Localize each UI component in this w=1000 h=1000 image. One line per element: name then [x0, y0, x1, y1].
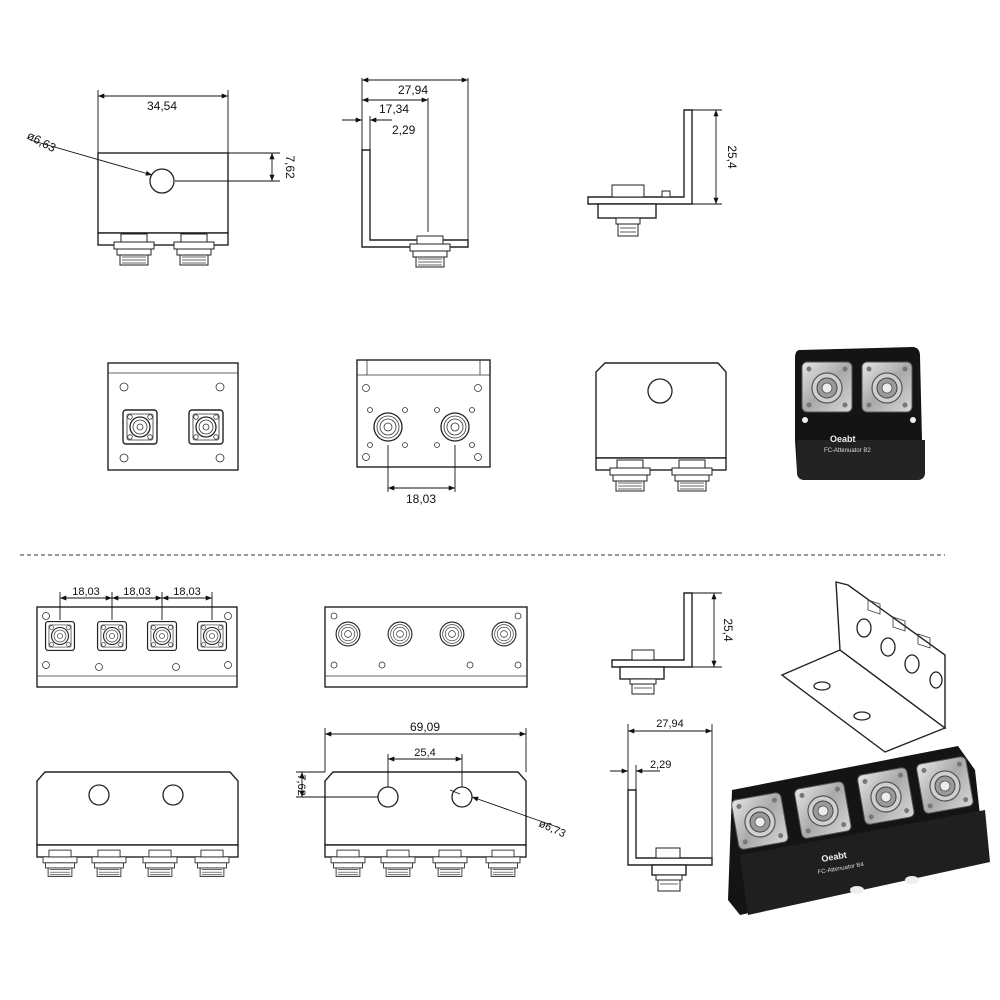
b4-isometric-view — [780, 581, 947, 753]
dim-pitch-b4-3: 18,03 — [173, 586, 201, 598]
b4-back-view — [324, 606, 528, 688]
b2-side-view — [342, 77, 469, 268]
b4-side-view — [610, 724, 713, 892]
b2-front-view — [29, 90, 280, 266]
dim-pitch-b4-1: 18,03 — [72, 586, 100, 598]
b4-l-bracket-view — [611, 592, 722, 695]
dim-hole-pitch-b4: 25,4 — [414, 747, 435, 759]
dim-pitch-b4-2: 18,03 — [123, 586, 151, 598]
dim-side-thickness-b4: 2,29 — [650, 759, 671, 771]
b2-front-view-plain — [595, 362, 727, 492]
b4-top-view — [36, 592, 238, 688]
dim-pitch-b2: 18,03 — [406, 492, 436, 506]
b4-front-view — [296, 728, 561, 877]
b2-product-photo — [795, 347, 925, 480]
dim-hole-diameter-b2: ø6,63 — [25, 128, 59, 155]
b4-brand-label: Oeabt — [821, 850, 848, 864]
dim-hole-offset-b2: 7,62 — [283, 155, 297, 179]
dim-side-total-b2: 27,94 — [398, 83, 428, 97]
dim-hole-offset-b4: 7,62 — [295, 774, 307, 795]
dim-side-total-b4: 27,94 — [656, 718, 684, 730]
b2-model-label: FC-Attenuator B2 — [824, 448, 871, 454]
b4-product-photo — [728, 746, 990, 915]
b2-brand-label: Oeabt — [830, 434, 856, 444]
dim-width-b2: 34,54 — [147, 99, 177, 113]
dim-hole-diameter-b4: ø6,73 — [537, 818, 568, 840]
dim-side-thickness-b2: 2,29 — [392, 123, 416, 137]
dim-height-b2: 25,4 — [725, 145, 739, 169]
b4-front-view-plain — [36, 771, 239, 877]
b2-top-view — [107, 362, 239, 471]
dim-side-mid-b2: 17,34 — [379, 102, 409, 116]
dim-width-b4: 69,09 — [410, 720, 440, 734]
dim-height-b4: 25,4 — [721, 618, 735, 642]
b2-back-view — [356, 359, 491, 492]
b2-l-bracket-view — [587, 109, 722, 237]
